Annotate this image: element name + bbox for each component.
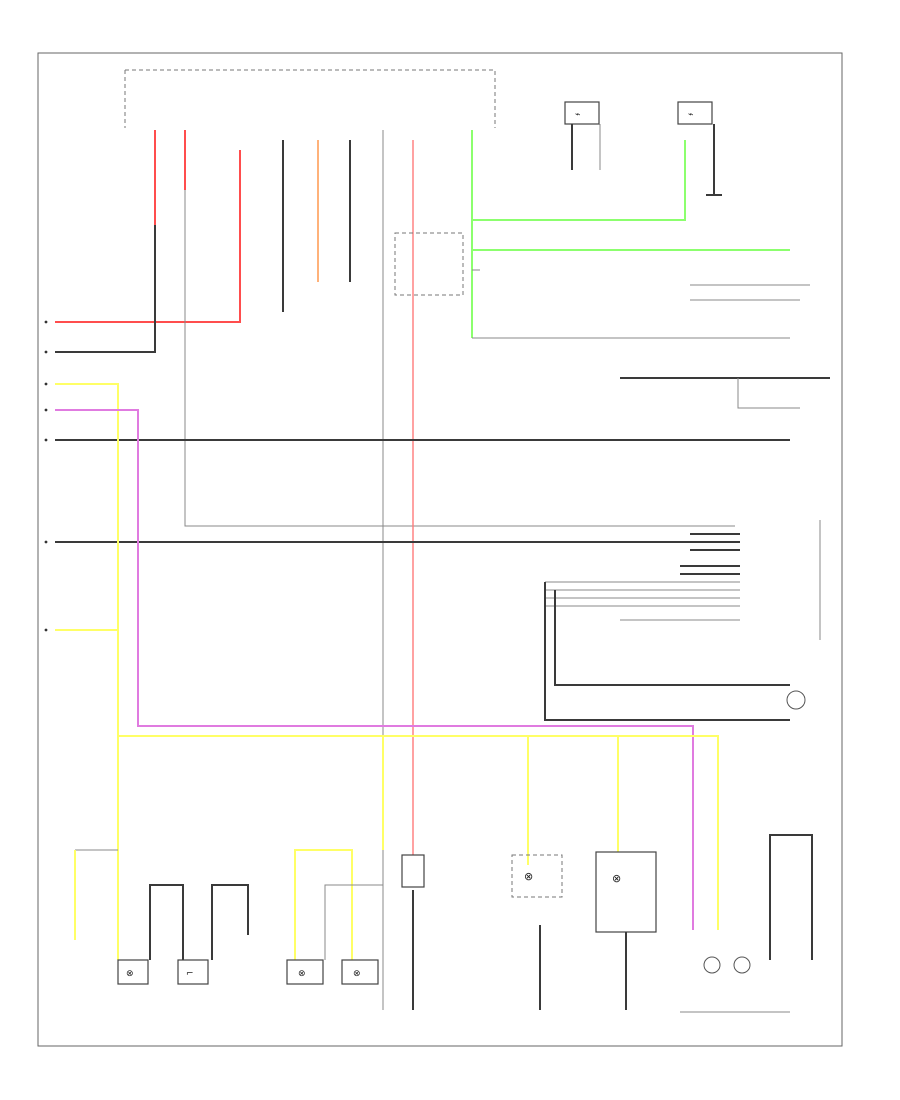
switch-icon-1: ⌐	[186, 969, 194, 979]
wire-black-sw-group	[149, 884, 184, 960]
cluster-lines	[544, 533, 790, 721]
lamp-icon-3: ⊗	[353, 969, 361, 979]
wire-grey-col2	[184, 190, 735, 527]
lamp-icon-6	[703, 956, 721, 974]
wire-black-lamp-pair	[324, 884, 383, 960]
reading-lamp-right	[595, 851, 657, 933]
wire-yellow-bus	[118, 735, 719, 930]
switch-left	[177, 959, 209, 985]
lamp-icon-7	[733, 956, 751, 974]
junction-box-outline	[124, 69, 496, 128]
connector-center	[401, 854, 425, 888]
wire-black-sw-group-2	[211, 884, 249, 960]
lamp-icon-4: ⊗	[524, 870, 533, 883]
switch-top-right-2	[677, 101, 713, 125]
courtesy-lamp-left	[117, 959, 149, 985]
wire-magenta-left	[55, 409, 694, 930]
reading-lamp-left	[511, 854, 563, 898]
wire-red-left	[55, 150, 241, 323]
wire-green-up	[472, 140, 686, 221]
wire-right-4	[737, 378, 800, 409]
lamp-icon-cluster	[786, 690, 806, 710]
lamp-icon-1: ⊗	[126, 969, 134, 979]
switch-top-right-2-icon: ⌁	[688, 110, 693, 120]
switch-top-right-1	[564, 101, 600, 125]
map-lamp-right	[341, 959, 379, 985]
wire-black-right-bottom	[769, 834, 813, 960]
lamp-icon-2: ⊗	[298, 969, 306, 979]
lamp-icon-5: ⊗	[612, 872, 621, 885]
wire-black-left-1	[55, 225, 156, 353]
relay-box	[394, 232, 464, 296]
diagram-frame	[37, 52, 843, 1047]
map-lamp-left	[286, 959, 324, 985]
wire-yellow-lamp-pair	[294, 849, 353, 960]
wire-yellow-left	[55, 383, 119, 736]
left-connector-pins	[44, 320, 48, 632]
switch-top-right-1-icon: ⌁	[575, 110, 580, 120]
